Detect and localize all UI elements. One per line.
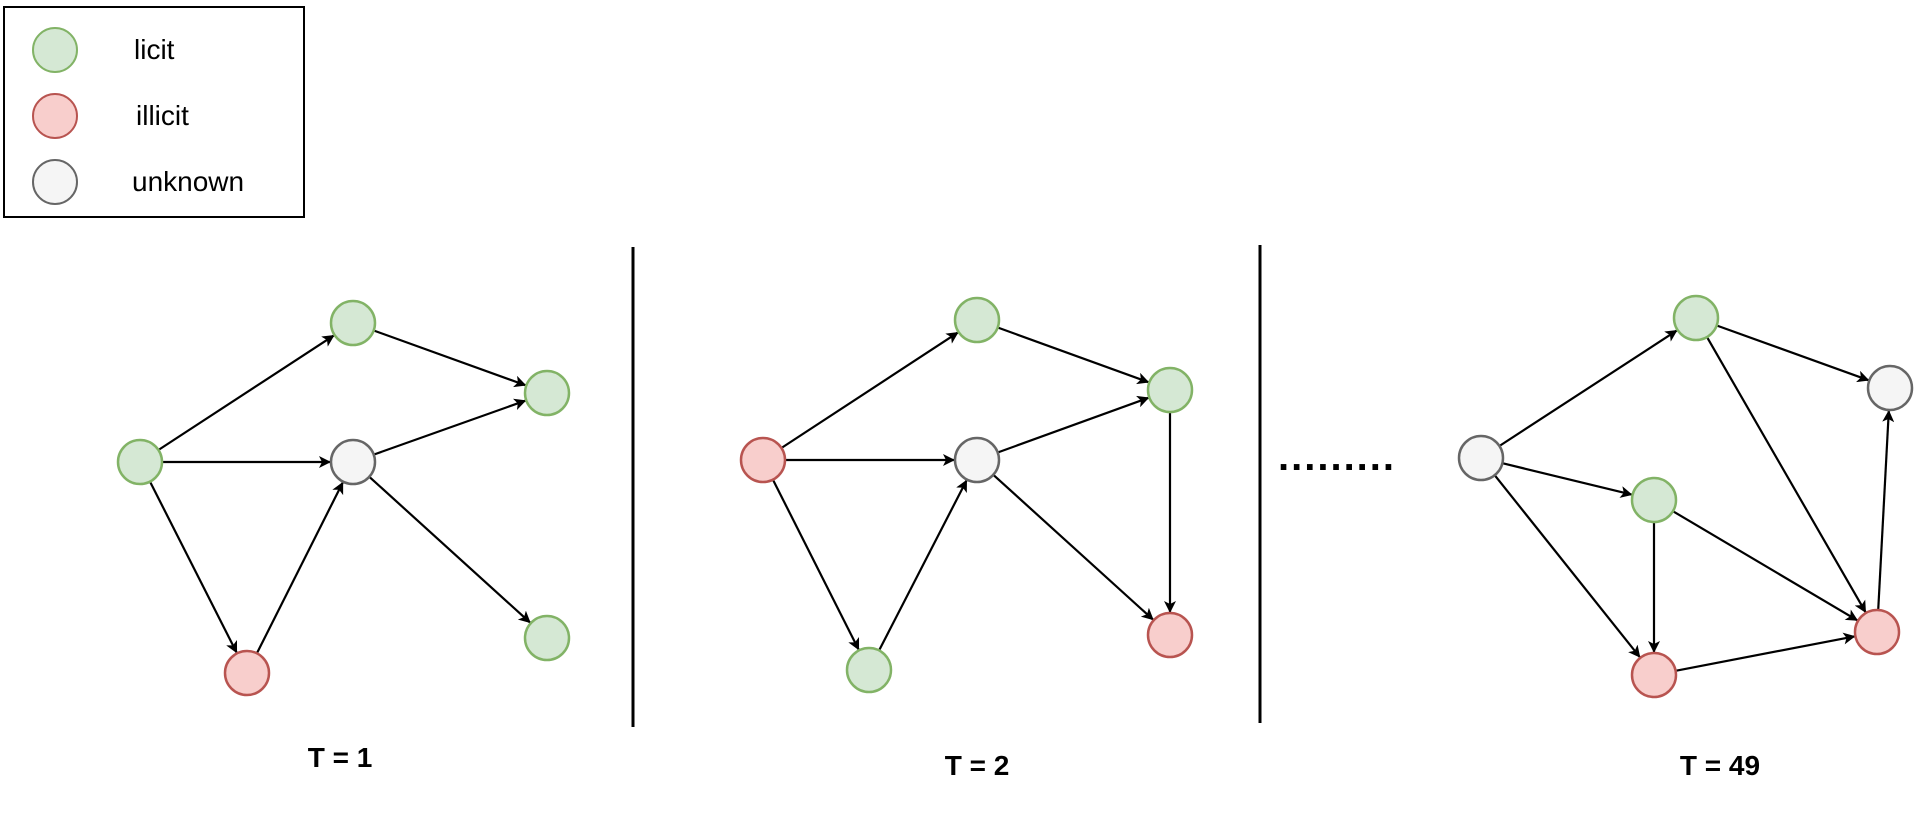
panel-t1-caption: T = 1: [308, 742, 373, 773]
panel-t1-node-b-licit: [329, 299, 377, 347]
panel-t1-edge-c-f: [368, 475, 531, 624]
panel-t1-node-d-licit: [523, 369, 571, 417]
panel-t49-node-e-illicit: [1630, 651, 1678, 699]
panel-t1-edge-c-d: [373, 398, 527, 456]
panel-t49-edge-e-f: [1675, 632, 1856, 672]
panel-t2-node-b-licit: [953, 296, 1001, 344]
panel-t49-edge-a-e: [1493, 474, 1641, 658]
panel-t2-edge-a-b: [780, 331, 959, 449]
panel-t49-edge-b-c: [1716, 324, 1870, 383]
panel-t2-node-f-illicit: [1146, 611, 1194, 659]
panel-t1-edge-a-e: [149, 481, 238, 654]
panel-t49: T = 49: [1457, 294, 1914, 781]
panel-t1-node-f-licit: [523, 614, 571, 662]
panel-t2-caption: T = 2: [945, 750, 1010, 781]
panel-t2-node-e-licit: [845, 646, 893, 694]
legend-unknown-label: unknown: [132, 166, 244, 197]
panel-t1-node-e-illicit: [223, 649, 271, 697]
panel-t49-edge-a-d: [1502, 462, 1633, 498]
panel-t49-node-c-unknown: [1866, 364, 1914, 412]
panel-t1-node-c-unknown: [329, 438, 377, 486]
timestep-ellipsis: .........: [1278, 435, 1396, 479]
panel-t2-edge-a-e: [771, 479, 860, 651]
panel-t2-edge-c-d: [997, 395, 1150, 454]
panel-t2-edge-c-f: [992, 473, 1154, 621]
legend-licit-label: licit: [134, 34, 175, 65]
panel-t2-edges: [771, 326, 1176, 651]
panel-t2-edge-e-c: [878, 479, 968, 651]
panel-t49-edge-f-c: [1877, 410, 1895, 611]
panel-t1-edge-e-c: [255, 481, 344, 654]
legend-illicit-swatch: [32, 93, 78, 139]
panel-t49-node-a-unknown: [1457, 434, 1505, 482]
panel-t49-node-d-licit: [1630, 476, 1678, 524]
panel-t1-edges: [149, 329, 531, 654]
legend-unknown-swatch: [32, 159, 78, 205]
panel-t2-edge-b-d: [997, 326, 1150, 385]
panel-t49-caption: T = 49: [1680, 750, 1760, 781]
panel-t49-edge-b-f: [1706, 336, 1867, 613]
legend-licit-swatch: [32, 27, 78, 73]
panel-t2: T = 2: [739, 296, 1194, 781]
panel-t2-node-d-licit: [1146, 366, 1194, 414]
legend: licit illicit unknown: [3, 6, 305, 218]
panel-t1-edge-b-d: [373, 329, 527, 388]
panel-t49-edge-d-f: [1672, 510, 1859, 622]
panel-t2-nodes: [739, 296, 1194, 694]
panel-t49-edge-a-b: [1498, 329, 1678, 447]
panel-t1: T = 1: [116, 299, 571, 773]
panel-t49-node-b-licit: [1672, 294, 1720, 342]
panel-t1-edge-a-b: [157, 334, 335, 451]
panel-t2-node-a-illicit: [739, 436, 787, 484]
panel-t1-nodes: [116, 299, 571, 697]
panel-t49-nodes: [1457, 294, 1914, 699]
legend-illicit-label: illicit: [136, 100, 189, 131]
panel-t49-edges: [1493, 324, 1895, 672]
panel-t1-node-a-licit: [116, 438, 164, 486]
panel-t2-node-c-unknown: [953, 436, 1001, 484]
panel-t49-node-f-illicit: [1853, 608, 1901, 656]
